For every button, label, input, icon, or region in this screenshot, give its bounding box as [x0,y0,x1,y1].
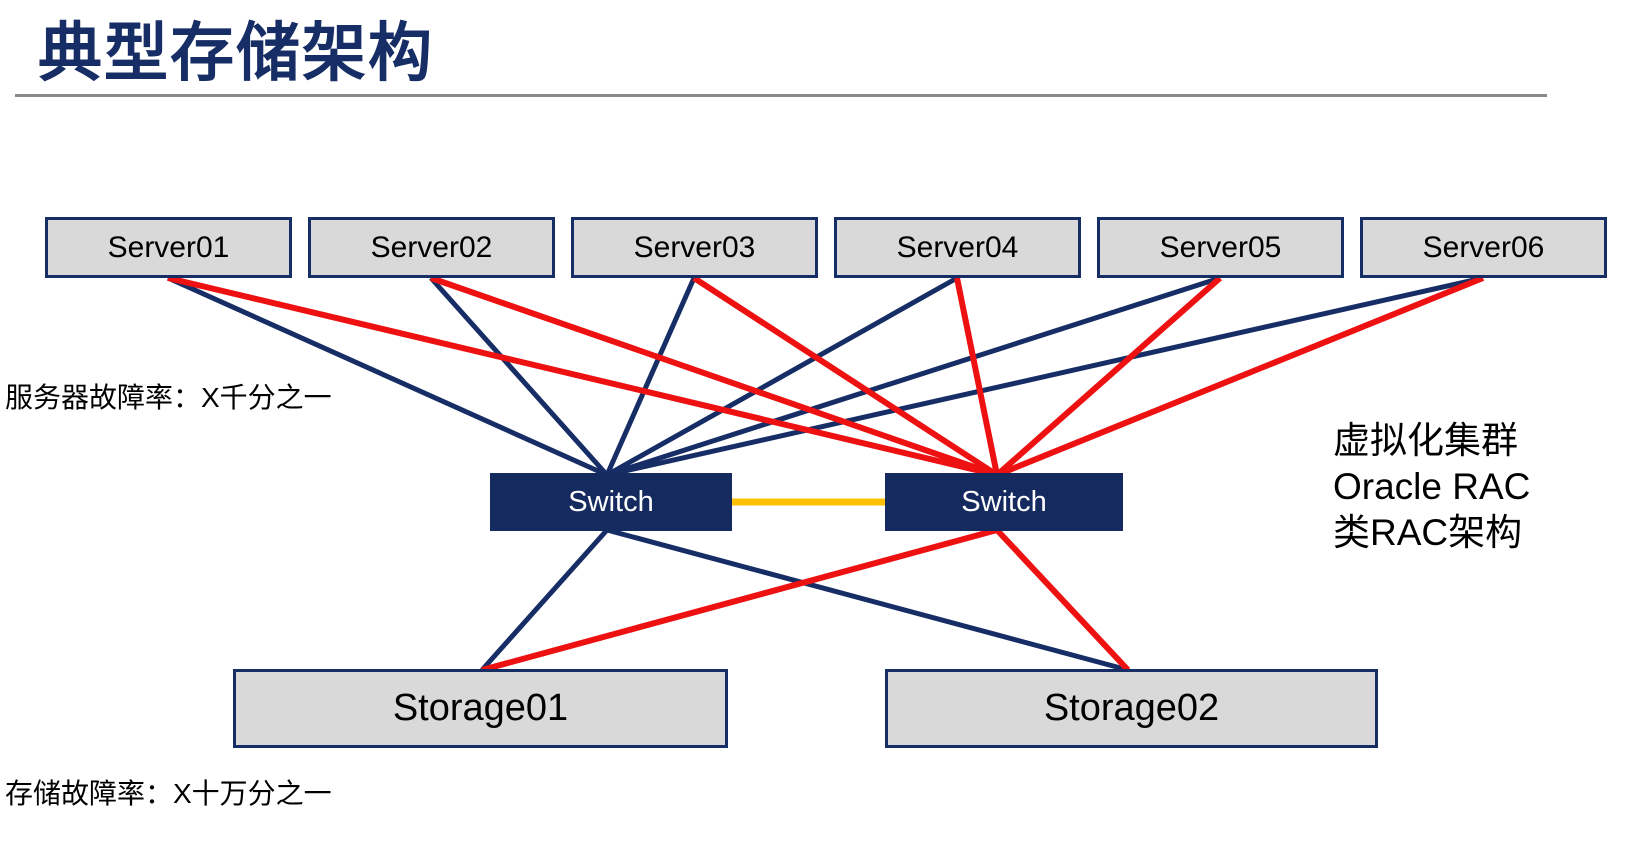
server01-label: Server01 [107,230,230,264]
switch-b-box: Switch [885,473,1123,531]
link-switch-a-to-storage02 [606,527,1129,673]
annotation-line-1: 虚拟化集群 [1333,420,1518,461]
server05-box: Server05 [1097,217,1344,278]
storage02-label: Storage02 [1043,687,1220,729]
link-server06-to-switch-b [995,275,1485,478]
link-server05-to-switch-b [995,275,1222,478]
server05-label: Server05 [1159,230,1282,264]
link-server01-to-switch-b [167,275,998,478]
annotation-line-2: Oracle RAC [1333,466,1531,507]
server06-box: Server06 [1360,217,1607,278]
link-server03-to-switch-b [692,275,999,478]
server04-label: Server04 [896,230,1019,264]
storage01-label: Storage01 [392,687,569,729]
switch-b-label: Switch [961,485,1047,518]
storage02-box: Storage02 [885,669,1378,748]
link-server04-to-switch-b [954,277,1000,476]
link-server05-to-switch-a [606,275,1221,478]
storage01-box: Storage01 [233,669,728,748]
link-server02-to-switch-b [430,275,998,478]
server04-box: Server04 [834,217,1081,278]
cluster-annotation: 虚拟化集群 Oracle RAC 类RAC架构 [1333,418,1530,556]
switch-a-label: Switch [568,485,654,518]
server02-box: Server02 [308,217,555,278]
switch-a-box: Switch [490,473,732,531]
link-server02-to-switch-a [429,276,609,477]
server02-label: Server02 [370,230,493,264]
link-switch-a-to-storage01 [480,528,609,672]
server03-box: Server03 [571,217,818,278]
server03-label: Server03 [633,230,756,264]
title-divider [15,94,1547,97]
annotation-line-3: 类RAC架构 [1333,512,1523,553]
server-failure-rate-label: 服务器故障率：X千分之一 [5,382,332,413]
server01-box: Server01 [45,217,292,278]
link-server03-to-switch-a [604,276,697,477]
storage-failure-rate-label: 存储故障率：X十万分之一 [5,778,332,809]
link-server04-to-switch-a [605,275,959,478]
link-server06-to-switch-a [606,275,1484,478]
page-title: 典型存储架构 [38,17,434,89]
link-switch-b-to-storage01 [481,527,998,673]
link-switch-b-to-storage02 [994,527,1131,673]
link-server01-to-switch-a [166,275,609,478]
server06-label: Server06 [1422,230,1545,264]
